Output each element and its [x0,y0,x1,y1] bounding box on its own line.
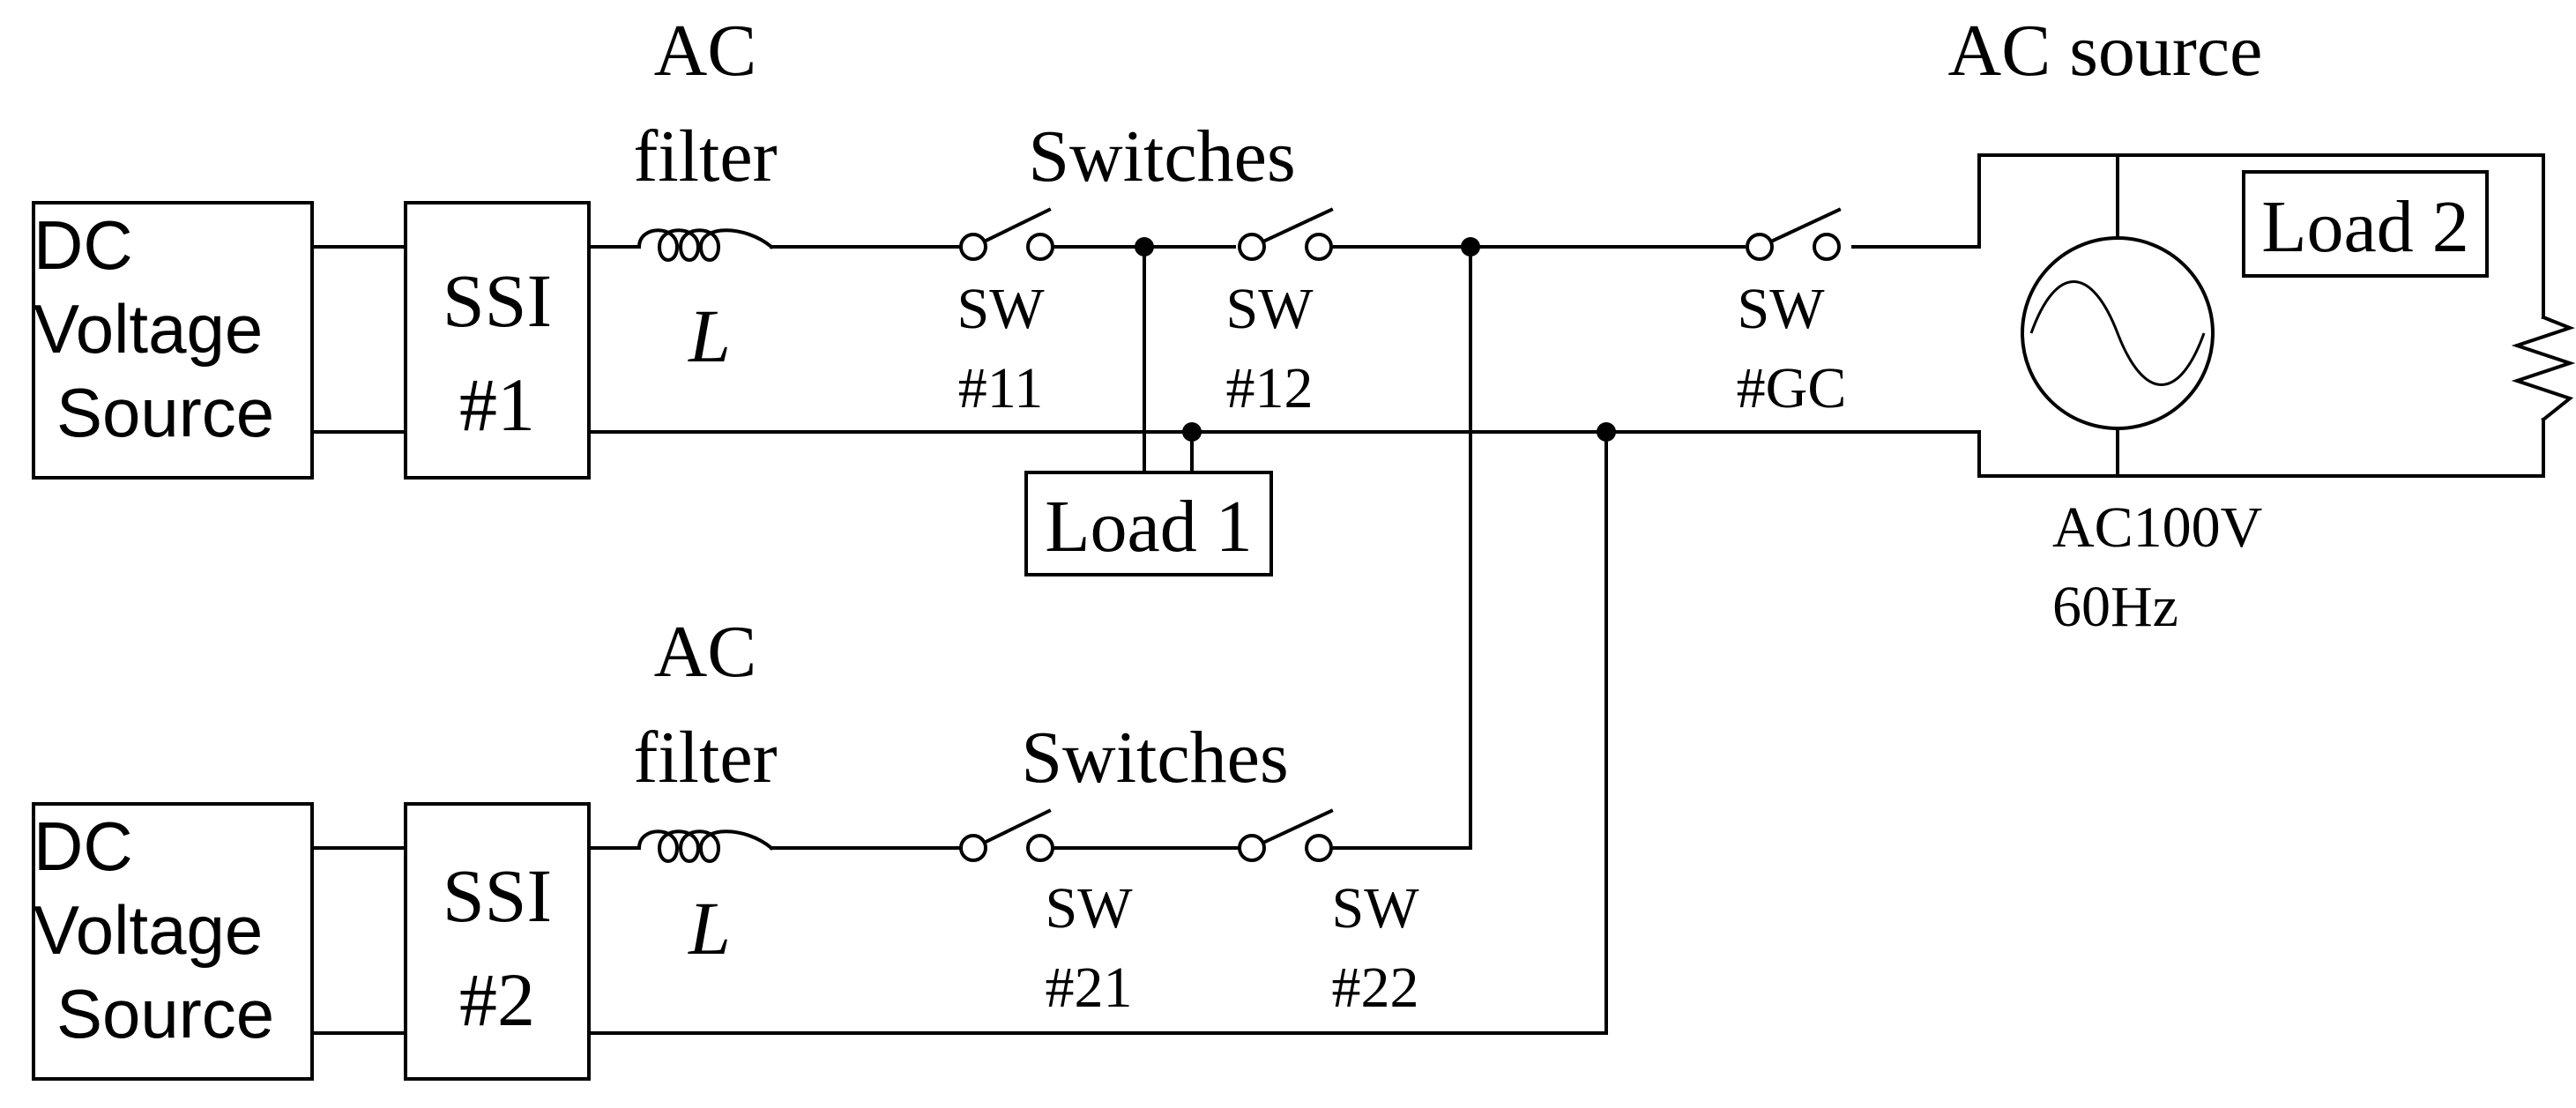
sw-gc-label: SW [1738,277,1826,341]
sw-12-label: SW [1226,277,1314,341]
sw-21-number: #21 [1046,956,1133,1020]
ac-frequency-label: 60Hz [2052,575,2178,639]
ac-filter-1-label-line2: filter [633,115,777,197]
ac-source-label: AC source [1948,10,2263,92]
ssi-2-label: SSI [443,853,552,938]
sw-12-number: #12 [1226,356,1314,420]
junction-bus-bottom [1597,422,1616,442]
junction-load1-top [1135,237,1154,257]
ac-filter-1-label-line1: AC [654,10,757,92]
ac-voltage-label: AC100V [2052,495,2262,560]
junction-bus-top [1461,237,1480,257]
ssi-1-number: #1 [459,362,535,447]
dc-source-2-line2: Voltage [34,891,263,969]
inductor-2 [637,829,774,863]
junction-load1-bottom [1182,422,1202,442]
ssi-1-box [404,201,591,480]
load-2-box [2242,170,2489,278]
ssi-1-label: SSI [443,258,552,343]
load-1-label: Load 1 [1045,486,1253,568]
ac-filter-2-label-line2: filter [633,717,777,799]
dc-source-1-line2: Voltage [34,290,263,368]
switch-11 [959,207,1054,261]
inductor-1-label: L [687,294,731,378]
parallel-bus [1461,237,1616,1035]
inverter-2-branch: DC Voltage Source SSI #2 AC filter L Swi… [32,611,1608,1081]
switches-1-label: Switches [1028,115,1295,197]
sw-11-number: #11 [958,356,1044,420]
sine-wave-icon [2029,280,2206,386]
inductor-1 [637,228,774,262]
load-2-label: Load 2 [2261,186,2469,268]
dc-source-1-line1: DC [34,206,133,284]
load-1-box [1024,471,1273,576]
dc-source-1-line3: Source [56,374,274,451]
grid-section: AC source SW #GC Load 2 AC100V 60Hz [1737,10,2576,639]
sw-22-number: #22 [1332,956,1419,1020]
inverter-1-branch: DC Voltage Source SSI #1 AC filter L Swi… [32,10,1981,480]
sw-11-label: SW [957,277,1046,341]
ssi-2-number: #2 [459,957,535,1042]
ac-filter-2-label-line1: AC [654,611,757,693]
dc-source-2-line1: DC [34,807,133,885]
dc-voltage-source-2 [32,802,314,1081]
load-1: Load 1 [1024,237,1273,576]
ssi-2-box [404,802,591,1081]
switch-12 [1238,207,1334,261]
grid-loop-bottom [1977,418,2545,478]
load-2-resistor [2511,315,2576,422]
dc-source-2-line3: Source [56,975,274,1052]
grid-loop-top [1977,153,2545,319]
switch-gc [1746,207,1851,263]
switch-22 [1238,808,1334,862]
switch-21 [959,808,1054,862]
dc-voltage-source-1 [32,201,314,480]
sw-22-label: SW [1332,876,1420,941]
sw-21-label: SW [1046,876,1134,941]
switches-2-label: Switches [1021,717,1288,799]
sw-gc-number: #GC [1737,356,1847,420]
inductor-2-label: L [687,886,731,970]
